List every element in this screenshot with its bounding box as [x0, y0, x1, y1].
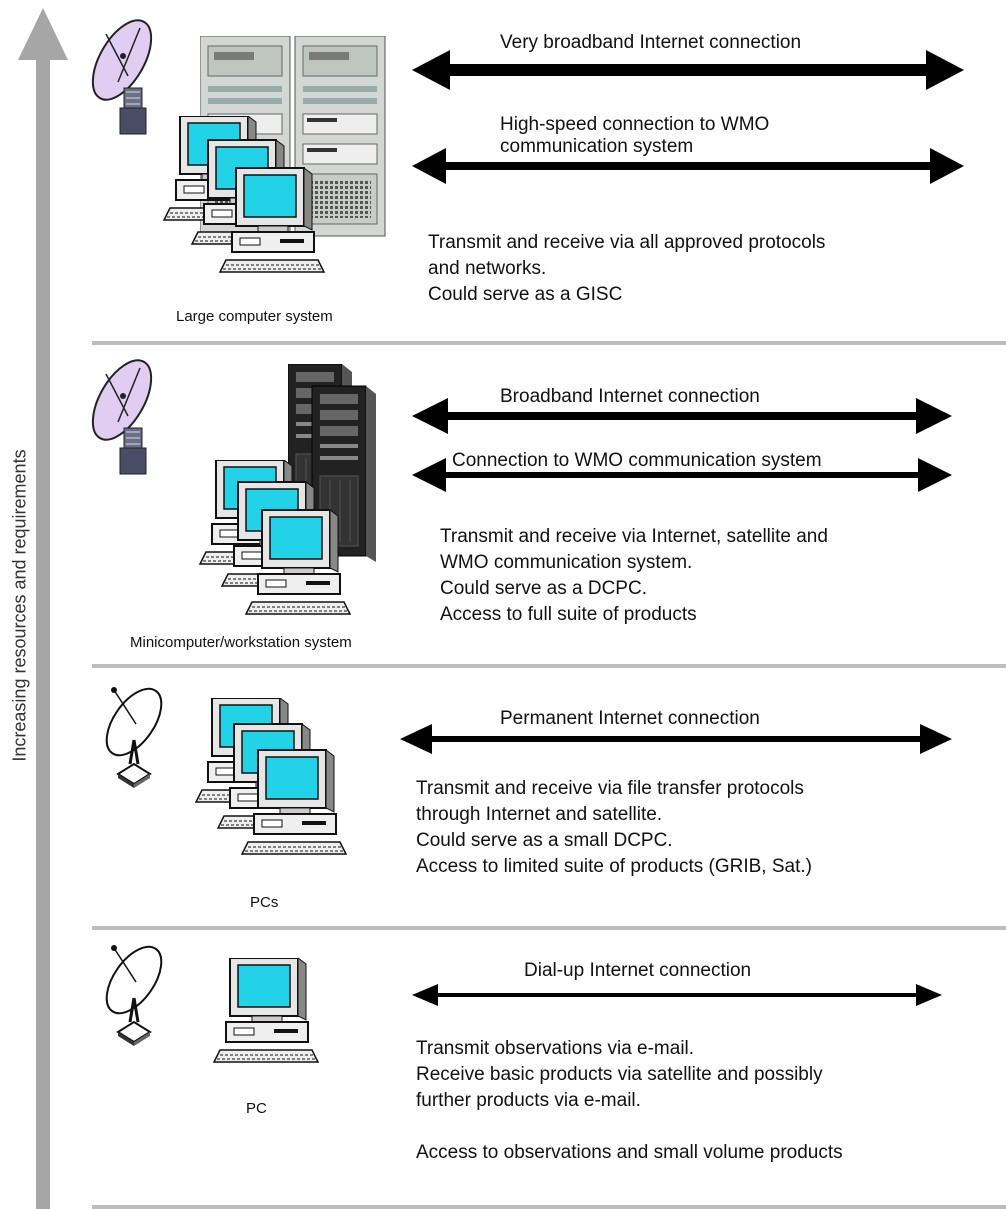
- satellite-dish-icon: [104, 940, 168, 1048]
- pc-workstation-icon: [195, 698, 347, 855]
- connection-label: Very broadband Internet connection: [500, 32, 802, 53]
- tier-description: Transmit observations via e-mail. Receiv…: [416, 1038, 843, 1163]
- system-label: Large computer system: [176, 308, 333, 325]
- connection-arrow: [412, 984, 942, 1006]
- tier-divider: [92, 1205, 1006, 1209]
- system-label: PCs: [250, 894, 279, 911]
- tier-divider: [92, 664, 1006, 668]
- tier-divider: [92, 341, 1006, 345]
- connection-label: Connection to WMO communication system: [452, 450, 822, 471]
- system-label: Minicomputer/workstation system: [130, 634, 352, 651]
- connection-arrow: [412, 50, 964, 90]
- connection-arrow: [412, 458, 952, 492]
- tier-description: Transmit and receive via Internet, satel…: [440, 526, 828, 625]
- axis-label: Increasing resources and requirements: [9, 449, 30, 762]
- connection-label: Dial-up Internet connection: [524, 960, 752, 981]
- connection-label: High-speed connection to WMO communicati…: [500, 114, 770, 157]
- system-label: PC: [246, 1100, 267, 1117]
- vertical-axis-arrow: [18, 8, 68, 1209]
- connection-label: Broadband Internet connection: [500, 386, 760, 407]
- connection-label: Permanent Internet connection: [500, 708, 760, 729]
- pc-workstation-icon: [163, 116, 325, 273]
- satellite-dish-icon: [88, 356, 165, 475]
- pc-workstation-icon: [213, 958, 319, 1063]
- connection-arrow: [412, 148, 964, 184]
- pc-workstation-icon: [199, 460, 351, 615]
- tier-divider: [92, 926, 1006, 930]
- connection-arrow: [412, 398, 952, 434]
- tier-description: Transmit and receive via file transfer p…: [416, 778, 812, 877]
- tier-description: Transmit and receive via all approved pr…: [428, 232, 826, 305]
- satellite-dish-icon: [104, 682, 168, 790]
- connection-arrow: [400, 724, 952, 754]
